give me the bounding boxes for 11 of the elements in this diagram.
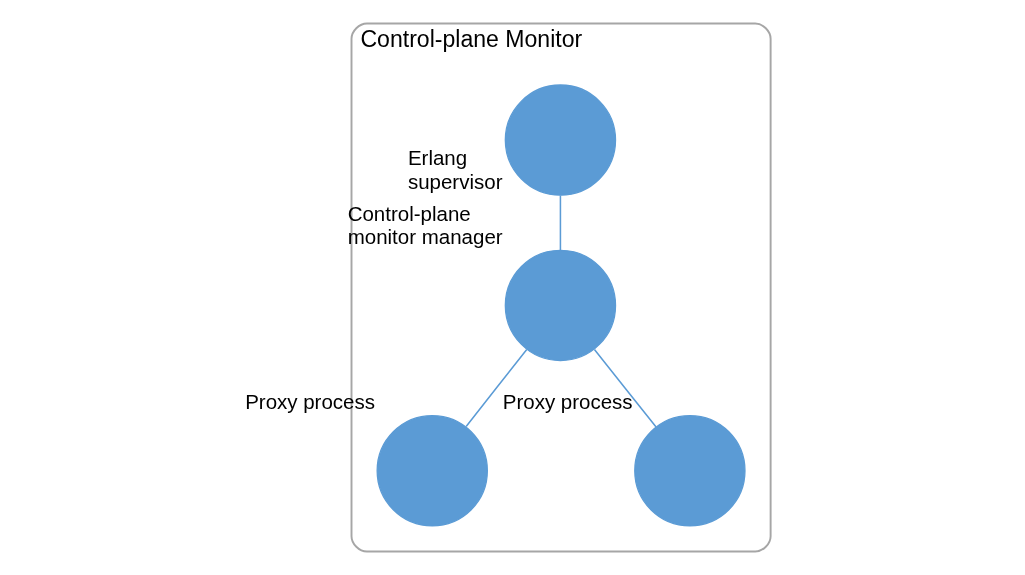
node-label: Proxy process — [244, 390, 375, 413]
node-label: Erlang supervisor — [407, 146, 502, 193]
node-circle — [504, 249, 616, 362]
node-circle — [633, 415, 746, 527]
connector — [464, 348, 527, 428]
connector — [559, 194, 561, 251]
node-circle — [504, 84, 616, 196]
node-circle — [376, 415, 488, 527]
connector — [593, 348, 657, 428]
node-label: Proxy process — [502, 390, 633, 413]
node-label: Control-plane monitor manager — [347, 201, 503, 248]
